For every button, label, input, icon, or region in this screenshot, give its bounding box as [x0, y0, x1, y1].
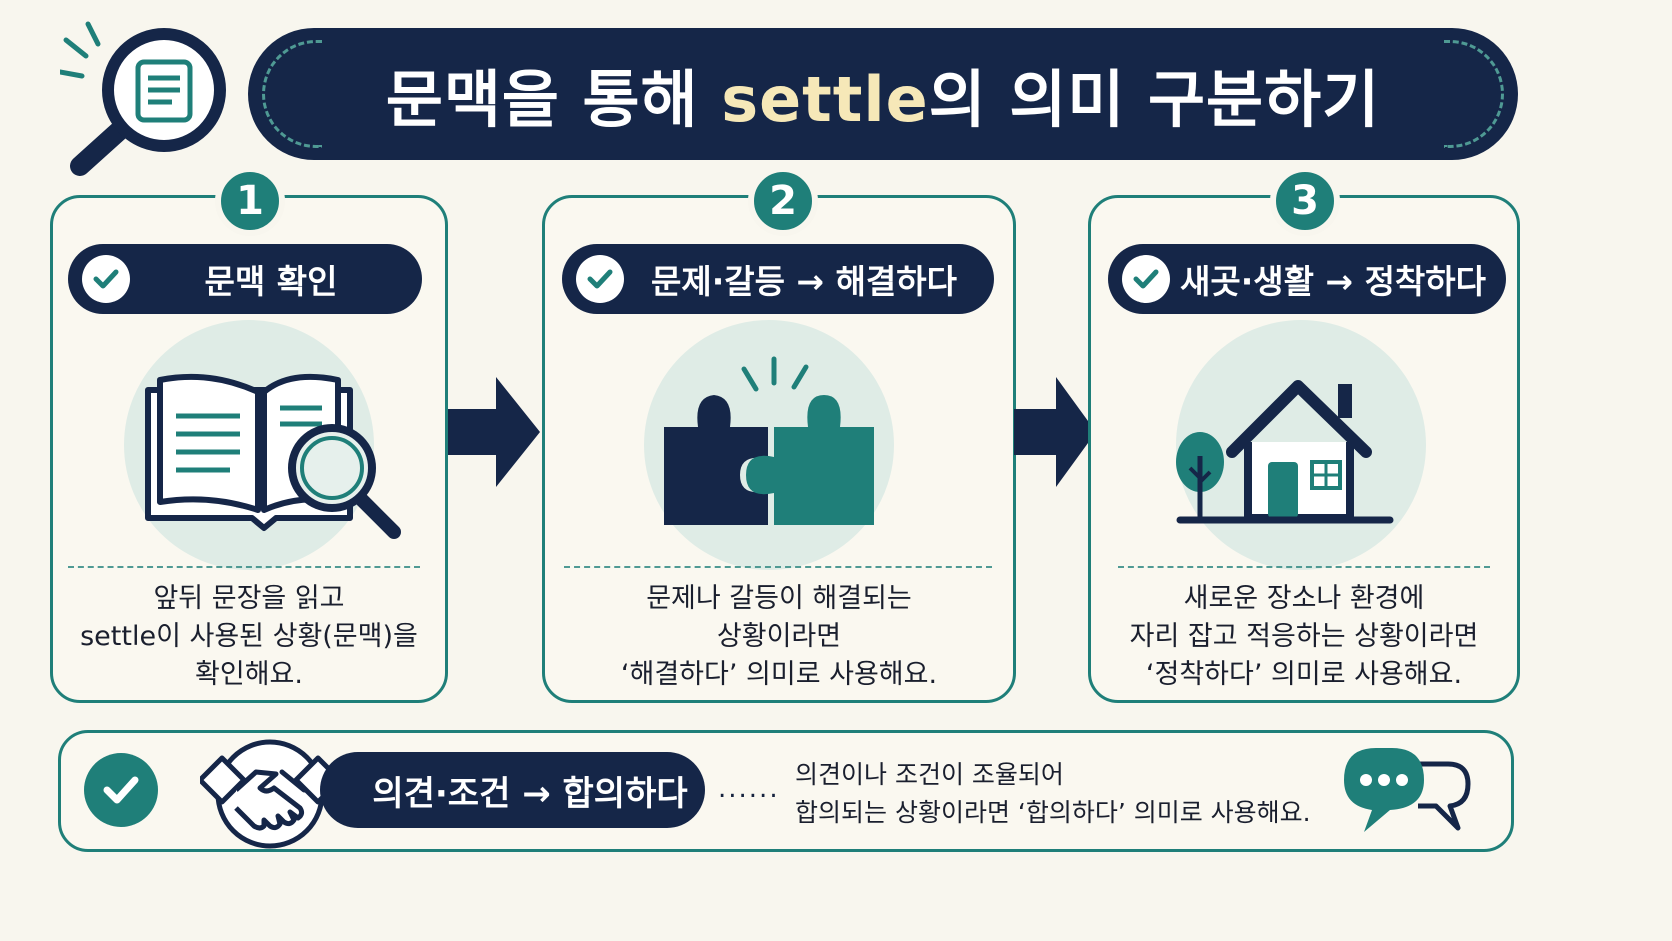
check-icon [82, 255, 130, 303]
check-icon [576, 255, 624, 303]
step-number-1: 1 [215, 166, 285, 236]
desc-line: 합의되는 상황이라면 ‘합의하다’ 의미로 사용해요. [795, 798, 1311, 827]
bottom-description: 의견이나 조건이 조율되어 합의되는 상황이라면 ‘합의하다’ 의미로 사용해요… [795, 756, 1311, 832]
desc-line: 문제나 갈등이 해결되는 [646, 583, 912, 614]
step-number-2: 2 [748, 166, 818, 236]
magnifier-document-icon [57, 18, 240, 188]
step-description-3: 새로운 장소나 환경에 자리 잡고 적응하는 상황이라면 ‘정착하다’ 의미로 … [1088, 580, 1520, 694]
arrow-right-icon [1014, 377, 1109, 487]
step-pill-3: 새곳·생활 → 정착하다 [1108, 244, 1506, 314]
arrow-right-icon [448, 377, 543, 487]
title-banner: 문맥을 통해 settle의 의미 구분하기 [248, 28, 1518, 160]
title-highlight: settle [721, 63, 929, 136]
step-number-3: 3 [1270, 166, 1340, 236]
step-pill-1: 문맥 확인 [68, 244, 422, 314]
speech-bubbles-icon [1338, 742, 1478, 842]
title-before: 문맥을 통해 [385, 63, 722, 136]
desc-line: 확인해요. [195, 659, 303, 690]
desc-line: settle이 사용된 상황(문맥)을 [80, 621, 418, 652]
puzzle-pieces-icon [660, 355, 880, 535]
step-label-3: 새곳·생활 → 정착하다 [1179, 262, 1487, 301]
desc-line: ‘정착하다’ 의미로 사용해요. [1145, 659, 1463, 690]
step-label-2: 문제·갈등 → 해결하다 [650, 262, 958, 301]
divider-1 [68, 566, 420, 568]
divider-2 [564, 566, 992, 568]
title-dash-right [1444, 40, 1504, 148]
desc-line: 앞뒤 문장을 읽고 [153, 583, 345, 614]
divider-3 [1118, 566, 1490, 568]
check-icon [1122, 255, 1170, 303]
handshake-icon [197, 738, 343, 850]
step-label-1: 문맥 확인 [204, 262, 338, 301]
desc-line: 상황이라면 [716, 621, 842, 652]
title-dash-left [262, 40, 322, 148]
page-title: 문맥을 통해 settle의 의미 구분하기 [386, 49, 1380, 139]
step-description-2: 문제나 갈등이 해결되는 상황이라면 ‘해결하다’ 의미로 사용해요. [542, 580, 1016, 694]
desc-line: 의견이나 조건이 조율되어 [795, 760, 1064, 789]
bottom-label: 의견·조건 → 합의하다 [372, 773, 688, 814]
desc-line: 자리 잡고 적응하는 상황이라면 [1129, 621, 1479, 652]
desc-line: ‘해결하다’ 의미로 사용해요. [620, 659, 938, 690]
dotted-connector: ...... [718, 774, 780, 804]
bottom-pill: 의견·조건 → 합의하다 [320, 752, 705, 828]
desc-line: 새로운 장소나 환경에 [1183, 583, 1425, 614]
step-description-1: 앞뒤 문장을 읽고 settle이 사용된 상황(문맥)을 확인해요. [50, 580, 448, 694]
title-after: 의 의미 구분하기 [928, 63, 1381, 136]
book-magnifier-icon [140, 370, 410, 550]
house-tree-icon [1170, 370, 1400, 530]
check-icon [84, 753, 158, 827]
step-pill-2: 문제·갈등 → 해결하다 [562, 244, 994, 314]
